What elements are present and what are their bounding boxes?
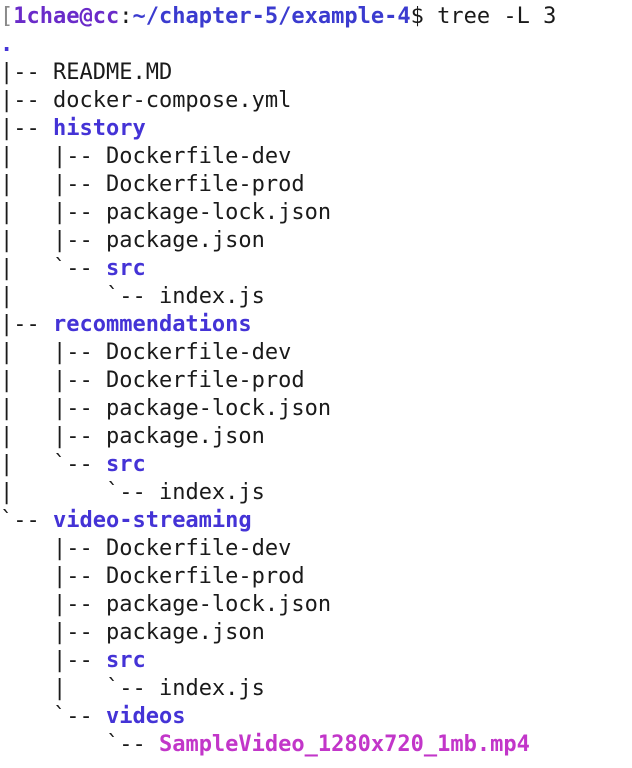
tree-connector: | |--: [0, 144, 106, 169]
file-name: docker-compose.yml: [52, 88, 292, 113]
tree-connector: | `--: [0, 452, 106, 477]
prompt-symbol: $: [410, 4, 424, 29]
tree-row: | |-- package.json: [0, 423, 530, 451]
file-name: index.js: [158, 284, 265, 309]
directory-name: src: [105, 256, 146, 281]
tree-connector: |--: [0, 88, 53, 113]
file-name: Dockerfile-dev: [105, 144, 292, 169]
directory-name: history: [52, 116, 146, 141]
prompt-command: tree -L 3: [423, 4, 557, 29]
prompt-bracket: [: [0, 4, 14, 29]
tree-row: `-- videos: [0, 703, 530, 731]
file-name: package.json: [105, 620, 265, 645]
tree-connector: `--: [0, 732, 159, 757]
directory-name: video-streaming: [52, 508, 252, 533]
file-name: Dockerfile-prod: [105, 172, 305, 197]
tree-connector: `--: [0, 508, 53, 533]
tree-row: | |-- Dockerfile-dev: [0, 339, 530, 367]
tree-row: |-- Dockerfile-prod: [0, 563, 530, 591]
tree-row: | |-- package-lock.json: [0, 395, 530, 423]
file-name: package-lock.json: [105, 592, 332, 617]
tree-row: `-- video-streaming: [0, 507, 530, 535]
file-name: index.js: [158, 676, 265, 701]
tree-connector: |--: [0, 592, 106, 617]
file-name: Dockerfile-prod: [105, 368, 305, 393]
tree-connector: |--: [0, 564, 106, 589]
tree-connector: | |--: [0, 424, 106, 449]
tree-row: | `-- index.js: [0, 283, 530, 311]
prompt-user-host: 1chae@cc: [13, 4, 120, 29]
file-name: package.json: [105, 228, 265, 253]
file-name: index.js: [158, 480, 265, 505]
tree-row: | |-- package.json: [0, 227, 530, 255]
tree-connector: |--: [0, 60, 53, 85]
tree-connector: | `--: [0, 256, 106, 281]
tree-row: .: [0, 31, 530, 59]
root-directory-name: .: [0, 32, 14, 57]
directory-name: recommendations: [52, 312, 252, 337]
tree-connector: |--: [0, 116, 53, 141]
tree-row: | `-- src: [0, 451, 530, 479]
tree-row: | |-- package-lock.json: [0, 199, 530, 227]
tree-row: | `-- index.js: [0, 675, 530, 703]
command-prompt-line: [1chae@cc:~/chapter-5/example-4$ tree -L…: [0, 3, 556, 31]
prompt-path: ~/chapter-5/example-4: [132, 4, 411, 29]
tree-connector: |--: [0, 312, 53, 337]
file-name: Dockerfile-dev: [105, 340, 292, 365]
tree-connector: | |--: [0, 200, 106, 225]
tree-connector: |--: [0, 648, 106, 673]
tree-row: | `-- index.js: [0, 479, 530, 507]
tree-row: | |-- Dockerfile-prod: [0, 171, 530, 199]
tree-row: |-- src: [0, 647, 530, 675]
tree-row: |-- package.json: [0, 619, 530, 647]
directory-name: videos: [105, 704, 186, 729]
tree-connector: | `--: [0, 676, 159, 701]
tree-connector: `--: [0, 704, 106, 729]
tree-connector: | |--: [0, 396, 106, 421]
tree-connector: | `--: [0, 284, 159, 309]
tree-row: | |-- Dockerfile-dev: [0, 143, 530, 171]
prompt-separator: :: [119, 4, 133, 29]
tree-connector: |--: [0, 536, 106, 561]
tree-connector: |--: [0, 620, 106, 645]
tree-row: |-- recommendations: [0, 311, 530, 339]
tree-row: |-- history: [0, 115, 530, 143]
tree-connector: | |--: [0, 228, 106, 253]
tree-row: |-- package-lock.json: [0, 591, 530, 619]
media-file-name: SampleVideo_1280x720_1mb.mp4: [158, 732, 530, 757]
directory-name: src: [105, 452, 146, 477]
tree-connector: | |--: [0, 172, 106, 197]
tree-connector: | |--: [0, 340, 106, 365]
tree-row: |-- Dockerfile-dev: [0, 535, 530, 563]
file-name: package-lock.json: [105, 396, 332, 421]
file-name: package.json: [105, 424, 265, 449]
tree-row: | |-- Dockerfile-prod: [0, 367, 530, 395]
tree-row: `-- SampleVideo_1280x720_1mb.mp4: [0, 731, 530, 759]
file-name: Dockerfile-dev: [105, 536, 292, 561]
directory-name: src: [105, 648, 146, 673]
tree-connector: | |--: [0, 368, 106, 393]
tree-output: .|-- README.MD|-- docker-compose.yml|-- …: [0, 31, 530, 759]
tree-row: |-- README.MD: [0, 59, 530, 87]
tree-connector: | `--: [0, 480, 159, 505]
file-name: Dockerfile-prod: [105, 564, 305, 589]
file-name: README.MD: [52, 60, 173, 85]
tree-row: |-- docker-compose.yml: [0, 87, 530, 115]
file-name: package-lock.json: [105, 200, 332, 225]
tree-row: | `-- src: [0, 255, 530, 283]
